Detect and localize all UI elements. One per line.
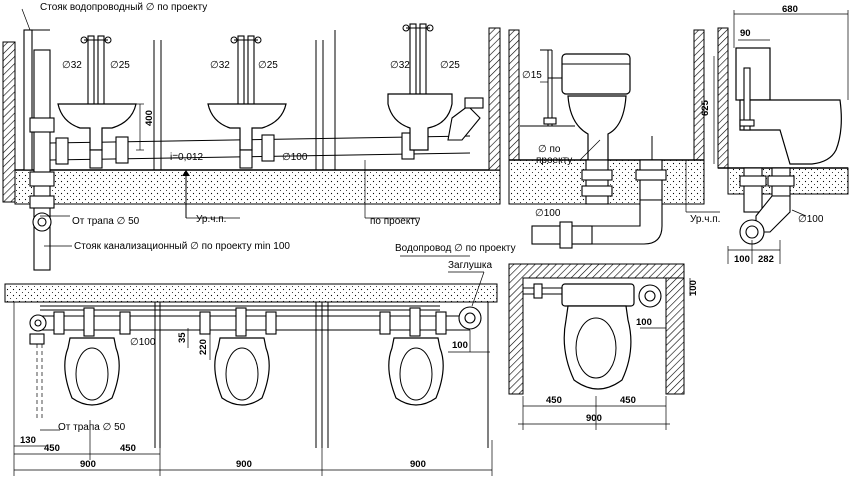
toilet-side-view (713, 10, 849, 264)
dia-po-proektu-label: ∅ по (538, 144, 561, 155)
water-riser-label: Стояк водопроводный ∅ по проекту (40, 2, 207, 13)
dia-32-label: ∅32 (390, 60, 410, 71)
dia-25-label: ∅25 (258, 60, 278, 71)
dia-100-label: ∅100 (798, 214, 824, 225)
sewer-riser (29, 49, 55, 271)
dia-15-label: ∅15 (522, 70, 542, 81)
dia-25-label: ∅25 (440, 60, 460, 71)
water-supply-label: Водопровод ∅ по проекту (395, 243, 516, 254)
dim-450-label: 450 (546, 395, 562, 406)
toilet-plan (4, 255, 498, 476)
dia-32-label: ∅32 (210, 60, 230, 71)
height-625-label: 625 (700, 99, 711, 116)
width-100-label: 100 (734, 254, 750, 265)
dim-450-label: 450 (620, 395, 636, 406)
dia-po-proektu-label-2: проекту (536, 155, 572, 166)
sewer-riser-label: Стояк канализационный ∅ по проекту min 1… (74, 241, 290, 252)
left-wall (2, 41, 16, 203)
dim-450-label: 450 (44, 443, 60, 454)
toilet-plan-3 (388, 307, 444, 406)
toilet-elevation (387, 23, 484, 151)
dim-900-label: 900 (236, 459, 252, 470)
dia-100-label: ∅100 (282, 152, 308, 163)
cistern (561, 53, 631, 95)
width-282-label: 282 (758, 254, 774, 265)
toilet-plan-2 (214, 307, 270, 406)
floor-level-label: Ур.ч.п. (690, 214, 720, 225)
text-labels: Стояк водопроводный ∅ по проекту ∅32 ∅25… (20, 2, 824, 470)
dim-130-label: 130 (20, 435, 36, 446)
dim-900-label: 900 (410, 459, 426, 470)
right-wall (488, 27, 501, 171)
floor-level-label: Ур.ч.п. (196, 214, 226, 225)
plug-label: Заглушка (448, 260, 492, 271)
dim-220-label: 220 (198, 339, 209, 355)
dim-450-label: 450 (120, 443, 136, 454)
dia-100-plan-label: ∅100 (130, 337, 156, 348)
po-proektu-label: по проекту (370, 216, 420, 227)
dim-35-label: 35 (177, 332, 188, 343)
dia-25-label: ∅25 (110, 60, 130, 71)
dim-100-label: 100 (688, 280, 699, 296)
water-riser (23, 29, 50, 171)
washbasin-1 (57, 35, 137, 169)
height-400-label: 400 (144, 110, 155, 126)
floor-slab (14, 169, 501, 205)
dimension-400 (136, 103, 144, 151)
toilet-plan-1 (64, 307, 120, 406)
width-90-label: 90 (740, 28, 751, 39)
dim-100-label: 100 (452, 340, 468, 351)
width-680-label: 680 (782, 4, 798, 15)
slope-label: i=0,012 (170, 152, 204, 163)
dia-32-label: ∅32 (62, 60, 82, 71)
from-trap-label: От трапа ∅ 50 (72, 216, 140, 227)
horizontal-drain (49, 132, 471, 165)
dim-100-label: 100 (636, 317, 652, 328)
dim-900-label: 900 (80, 459, 96, 470)
partitions (153, 30, 336, 170)
dim-900-label: 900 (586, 413, 602, 424)
toilet-plan-single (508, 263, 691, 430)
toilet-front-elevation (508, 29, 720, 249)
washbasin-2 (207, 35, 287, 169)
washbasin-elevation (2, 8, 501, 271)
from-trap-label: От трапа ∅ 50 (58, 422, 126, 433)
floor-level-mark-a (182, 170, 190, 218)
dia-100-label: ∅100 (535, 208, 561, 219)
